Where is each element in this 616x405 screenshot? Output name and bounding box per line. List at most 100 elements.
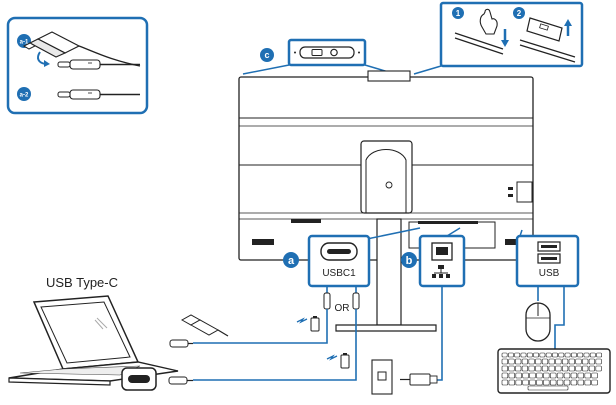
- keyboard-key: [549, 379, 557, 386]
- philips-logo-icon: [385, 181, 393, 189]
- keyboard-key: [555, 365, 562, 372]
- keyboard-key: [529, 379, 536, 386]
- keyboard-icon: [497, 348, 611, 394]
- insert-arrow-head-icon: [44, 60, 50, 67]
- badge-step-1: [452, 7, 464, 19]
- badge-a-text: a: [288, 255, 295, 267]
- keyboard-key: [584, 379, 591, 386]
- keyboard-key: [535, 365, 542, 372]
- keyboard-key: [563, 372, 571, 379]
- power-delivery-icon-lower: [326, 353, 350, 369]
- keyboard-key: [548, 365, 555, 372]
- usb-c-plug-icon-1: [323, 292, 331, 310]
- lan-leader: [446, 227, 461, 237]
- keyboard-key: [556, 372, 564, 379]
- keyboard-key: [508, 358, 515, 365]
- keyboard-key: [577, 352, 584, 358]
- keyboard-key: [588, 358, 595, 365]
- keyboard-key: [548, 358, 555, 365]
- side-button-panel: [516, 181, 533, 203]
- keyboard-key: [520, 352, 527, 358]
- keyboard-key: [591, 372, 598, 379]
- webcam-popup-inset: 1 2: [413, 1, 584, 75]
- keyboard-key: [570, 379, 578, 386]
- keyboard-key: [501, 358, 508, 365]
- speaker-grille-right: [505, 239, 525, 245]
- keyboard-key: [552, 352, 558, 358]
- stand-mount: [360, 140, 413, 214]
- usb-a-ports-icon: [537, 241, 561, 264]
- ethernet-port-icon: [431, 242, 453, 261]
- finger-press-icon: [454, 8, 509, 55]
- usb-c-plug-icon-upper: [169, 339, 189, 348]
- usb-c-plug-icon-lower: [168, 376, 188, 385]
- keyboard-key: [582, 365, 589, 372]
- keyboard-key: [570, 352, 577, 358]
- badge-b-text: b: [406, 255, 413, 267]
- keyboard-key: [596, 352, 602, 358]
- keyboard-key: [555, 358, 562, 365]
- badge-step-1-text: 1: [456, 9, 461, 18]
- keyboard-key: [591, 379, 598, 386]
- keyboard-key: [568, 365, 575, 372]
- speaker-grille-left: [252, 239, 274, 245]
- keyboard-key: [515, 372, 522, 379]
- keyboard-key: [588, 365, 595, 372]
- lan-port-callout: b: [401, 227, 466, 288]
- keyboard-key: [515, 365, 522, 372]
- badge-step-2: [513, 7, 525, 19]
- keyboard-key: [577, 372, 585, 379]
- keyboard-key: [575, 365, 582, 372]
- webcam-popup-frame: [439, 1, 584, 68]
- webcam-housing: [367, 70, 411, 82]
- keyboard-key: [595, 365, 602, 372]
- keyboard-key: [589, 352, 596, 358]
- keyboard-key: [575, 358, 582, 365]
- keyboard-key: [522, 372, 529, 379]
- keyboard-key: [558, 352, 565, 358]
- usbc1-port-callout: USBC1 a: [283, 227, 421, 288]
- webcam-leader-left: [242, 64, 290, 75]
- keyboard-key: [582, 358, 589, 365]
- monitor-back: [238, 70, 534, 332]
- keyboard-spacebar: [527, 385, 569, 391]
- usb-c-adapter-icon: [180, 314, 229, 337]
- keyboard-key: [536, 372, 543, 379]
- keyboard-key: [535, 358, 542, 365]
- keyboard-key: [514, 352, 521, 358]
- lan-cable: [437, 286, 443, 381]
- keyboard-key: [528, 358, 535, 365]
- keyboard-key: [561, 358, 569, 365]
- usb-c-plug-icon-2: [352, 292, 360, 310]
- keyboard-key: [501, 365, 508, 372]
- laptop-callout: USB Type-C: [8, 275, 179, 386]
- keyboard-key: [521, 358, 528, 365]
- keyboard-key: [539, 352, 546, 358]
- usb-port-callout: USB: [515, 229, 580, 288]
- keyboard-key: [501, 352, 508, 358]
- keyboard-key: [528, 365, 535, 372]
- badge-a2-text: a-2: [20, 93, 29, 99]
- laptop-icon: [8, 295, 179, 386]
- stand-base: [335, 324, 437, 332]
- keyboard-key: [541, 365, 549, 372]
- keyboard-key: [561, 365, 569, 372]
- keyboard-key: [529, 372, 536, 379]
- wall-socket-icon: [371, 359, 393, 395]
- keyboard-key: [508, 365, 515, 372]
- usb-type-c-label: USB Type-C: [46, 275, 118, 290]
- network-icon: [432, 265, 450, 278]
- badge-c: [260, 48, 274, 62]
- keyboard-key: [564, 352, 571, 358]
- keyboard-cable: [554, 286, 565, 349]
- keyboard-key: [568, 358, 575, 365]
- keyboard-key: [543, 372, 550, 379]
- keyboard-key: [533, 352, 539, 358]
- usb-c-cable-lower: [193, 309, 357, 381]
- keyboard-key: [507, 352, 514, 358]
- keyboard-key: [570, 372, 578, 379]
- mouse-icon: [525, 302, 551, 342]
- badge-c-text: c: [264, 50, 269, 60]
- keyboard-key: [584, 372, 591, 379]
- usb-c-cable-upper: [193, 309, 328, 344]
